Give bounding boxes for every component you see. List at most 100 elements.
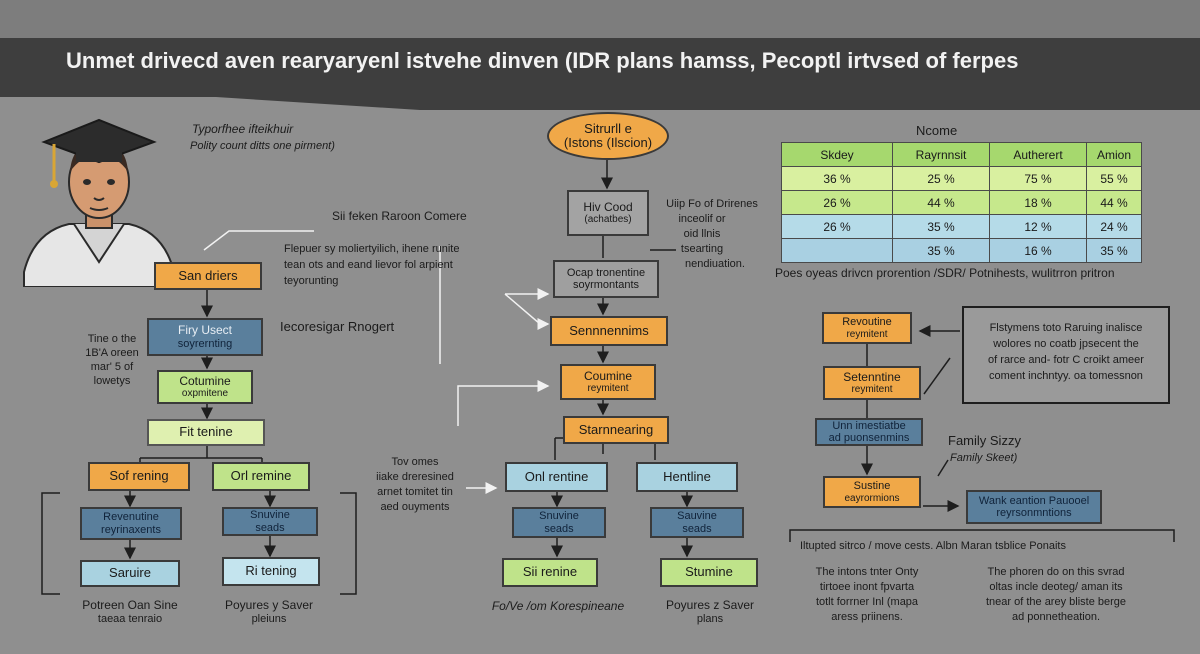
- table-cell: 24 %: [1086, 214, 1142, 239]
- top-band: [0, 0, 1200, 38]
- left-side-label: Iecoresigar Rnogert: [280, 319, 395, 334]
- table-cell: 26 %: [781, 190, 893, 215]
- center-side-note-1: Uiip Fo of Drirenes: [666, 198, 758, 210]
- ocap-line2: soyrmontants: [572, 279, 640, 291]
- right-footer-right-1: The phoren do on this svrad: [987, 566, 1125, 578]
- person-label-line2: Polity count ditts one pirment): [190, 140, 335, 152]
- hentline-box[interactable]: Hentline: [636, 462, 738, 492]
- starnnearing-box[interactable]: Starnnearing: [563, 416, 669, 444]
- time-note-line1: Tine o the: [87, 333, 137, 345]
- revoutine-line1: Revoutine: [842, 316, 892, 329]
- unn-box[interactable]: Unn imestiatbe ad puonsenmins: [815, 418, 923, 446]
- ri-tening-box[interactable]: Ri tening: [222, 557, 320, 586]
- center-sauvine-label: Sauvine: [677, 510, 717, 523]
- center-sauvine-box[interactable]: Sauvine seads: [650, 507, 744, 538]
- center-side-note-4: tsearting: [680, 243, 724, 255]
- onl-rentine-box[interactable]: Onl rentine: [505, 462, 608, 492]
- table-body: 36 %25 %75 %55 %26 %44 %18 %44 %26 %35 %…: [781, 166, 1142, 263]
- right-footer-right-4: ad ponnetheation.: [1011, 611, 1101, 623]
- table-row: 26 %35 %12 %24 %: [781, 214, 1142, 239]
- table-header-cell: Rayrnnsit: [892, 142, 990, 167]
- left-desc-line2: tean ots and eand lievor fol arpient: [284, 259, 453, 271]
- setenntine-line1: Setenntine: [843, 369, 901, 384]
- table-title: Ncome: [916, 123, 958, 138]
- sennnennims-box[interactable]: Sennnennims: [550, 316, 668, 346]
- sustine-line1: Sustine: [853, 480, 891, 493]
- hiv-cood-line2: (achatbes): [584, 214, 632, 226]
- sustine-box[interactable]: Sustine eayrormions: [823, 476, 921, 508]
- wank-box[interactable]: Wank eantion Pauooel reyrsonmntions: [966, 490, 1102, 524]
- table-cell: 26 %: [781, 214, 893, 239]
- oval-line1: Sitrurll e: [584, 120, 632, 136]
- center-sauvine-sub: seads: [682, 522, 712, 535]
- left-section-label: Sii feken Raroon Comere: [332, 209, 467, 223]
- cotumine-label: Cotumine: [179, 373, 231, 388]
- right-footer-right-3: tnear of the arey bliste berge: [985, 596, 1127, 608]
- firy-usect-sub: soyrernting: [177, 337, 233, 350]
- center-side-note-3: oid llnis: [683, 228, 721, 240]
- ocap-box[interactable]: Ocap tronentine soyrmontants: [553, 260, 659, 298]
- table-cell: [781, 238, 893, 263]
- wank-line2: reyrsonmntions: [996, 507, 1072, 519]
- center-footer-left: Fo/Ve /om Korespineane: [491, 599, 625, 613]
- oval-start[interactable]: Sitrurll e (Istons (Ilscion): [547, 112, 669, 160]
- table-cell: 18 %: [989, 190, 1087, 215]
- right-footer-line1: Poyures y Saver: [224, 598, 314, 612]
- right-note-3: of rarce and- fotr C croikt ameer: [988, 354, 1144, 366]
- wank-line1: Wank eantion Pauooel: [978, 494, 1090, 507]
- san-driers-box[interactable]: San driers: [154, 262, 262, 290]
- right-note-4: coment inchntyy. oa tomessnon: [989, 370, 1143, 382]
- hiv-cood-line1: Hiv Cood: [583, 199, 633, 214]
- left-footer-line2: taeaa tenraio: [97, 613, 163, 625]
- table-cell: 75 %: [989, 166, 1087, 191]
- table-row: 36 %25 %75 %55 %: [781, 166, 1142, 191]
- center-left-note-4: aed ouyments: [380, 501, 450, 513]
- fit-tenine-box[interactable]: Fit tenine: [147, 419, 265, 446]
- coumine-box[interactable]: Coumine reymitent: [560, 364, 656, 400]
- center-snuvine-box[interactable]: Snuvine seads: [512, 507, 606, 538]
- center-snuvine-sub: seads: [544, 522, 574, 535]
- time-note-line2: 1B'A oreen: [85, 347, 139, 359]
- left-footer-line1: Potreen Oan Sine: [82, 598, 178, 612]
- center-side-note-5: nendiuation.: [685, 258, 745, 270]
- sof-rening-box[interactable]: Sof rening: [88, 462, 190, 491]
- saruire-box[interactable]: Saruire: [80, 560, 180, 587]
- page-title: Unmet drivecd aven rearyaryenl istvehe d…: [66, 48, 1019, 73]
- table-cell: 25 %: [892, 166, 990, 191]
- center-side-note-2: inceolif or: [678, 213, 726, 225]
- hiv-cood-box[interactable]: Hiv Cood (achatbes): [567, 190, 649, 236]
- center-left-note-3: arnet tomitet tin: [377, 486, 453, 498]
- right-note-1: Flstymens toto Raruing inalisce: [989, 322, 1143, 334]
- snuvine-label: Snuvine: [250, 509, 290, 522]
- cotumine-sub: oxpmitene: [181, 388, 229, 400]
- ocap-line1: Ocap tronentine: [566, 266, 646, 279]
- setenntine-line2: reymitent: [851, 384, 893, 396]
- snuvine-box[interactable]: Snuvine seads: [222, 507, 318, 536]
- table-row: 35 %16 %35 %: [781, 238, 1142, 263]
- family-title: Family Sizzy: [948, 433, 1021, 448]
- right-footer-left-1: The intons tnter Onty: [815, 566, 919, 578]
- table-cell: 44 %: [1086, 190, 1142, 215]
- firy-usect-box[interactable]: Firy Usect soyrernting: [147, 318, 263, 356]
- table-cell: 35 %: [892, 238, 990, 263]
- right-footer-line2: pleiuns: [251, 613, 287, 625]
- sii-renine-box[interactable]: Sii renine: [502, 558, 598, 587]
- revenue-box[interactable]: Revenutine reyrinaxents: [80, 507, 182, 540]
- revoutine-box[interactable]: Revoutine reymitent: [822, 312, 912, 344]
- orl-remine-box[interactable]: Orl remine: [212, 462, 310, 491]
- person-label-line1: Typorfhee ifteikhuir: [192, 122, 294, 136]
- revoutine-line2: reymitent: [846, 328, 888, 340]
- stumine-box[interactable]: Stumine: [660, 558, 758, 587]
- table-cell: 35 %: [892, 214, 990, 239]
- table-caption: Poes oyeas drivcn prorention /SDR/ Potni…: [775, 266, 1115, 280]
- firy-usect-label: Firy Usect: [178, 323, 232, 338]
- cotumine-box[interactable]: Cotumine oxpmitene: [157, 370, 253, 404]
- time-note-line4: lowetys: [93, 375, 131, 387]
- center-left-note-2: iiake dreresined: [376, 471, 454, 483]
- setenntine-box[interactable]: Setenntine reymitent: [823, 366, 921, 400]
- center-left-note-1: Tov omes: [391, 456, 439, 468]
- coumine-line1: Coumine: [583, 368, 633, 383]
- table-cell: 35 %: [1086, 238, 1142, 263]
